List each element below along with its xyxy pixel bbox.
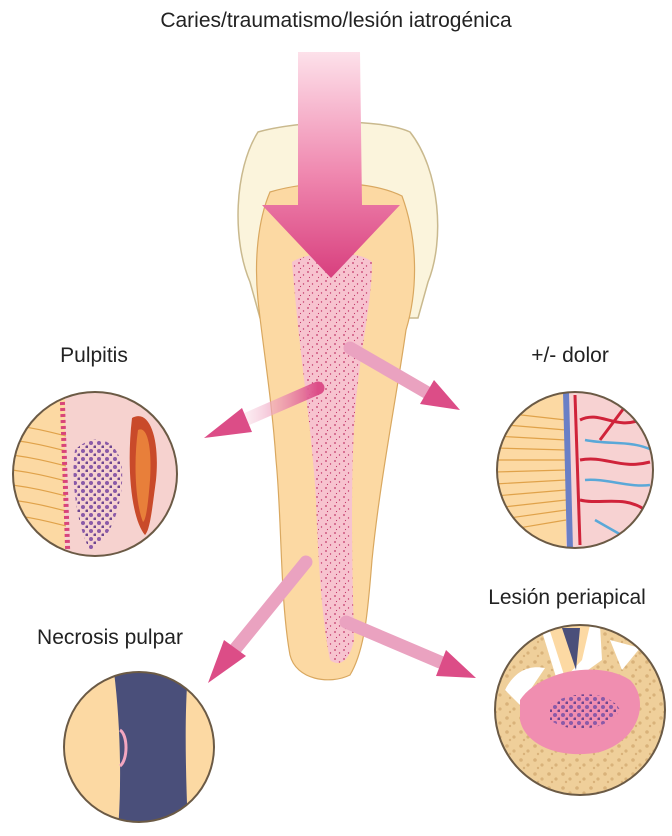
label-periapical: Lesión periapical	[488, 586, 646, 609]
label-pain: +/- dolor	[531, 344, 609, 367]
necrosis-inset	[60, 670, 220, 830]
label-pulpitis: Pulpitis	[60, 344, 128, 367]
label-necrosis: Necrosis pulpar	[37, 626, 183, 649]
diagram-title: Caries/traumatismo/lesión iatrogénica	[160, 9, 512, 32]
periapical-inset	[490, 620, 670, 800]
pain-inset	[490, 385, 660, 555]
arrow-to-periapical	[346, 622, 476, 678]
pulpitis-inset	[10, 390, 180, 560]
